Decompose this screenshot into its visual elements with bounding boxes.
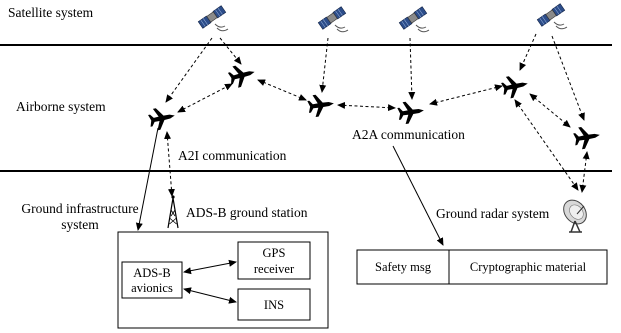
satellite-icon: [398, 6, 430, 33]
message-box: [356, 249, 608, 285]
adsb-avionics-box: [121, 261, 183, 299]
a2a-link: [257, 79, 307, 101]
adsb-avionics-label-line2: avionics: [131, 281, 173, 295]
satellite-icon: [317, 6, 349, 33]
a2a-link: [337, 101, 396, 112]
safety-msg-label: Safety msg: [375, 260, 432, 274]
sat-link: [408, 37, 416, 100]
radar-link: [579, 151, 590, 193]
sat-link: [551, 35, 585, 121]
adsb-gps-link: [183, 259, 237, 275]
a2a-link: [529, 93, 571, 128]
avionics-box: [117, 231, 329, 329]
a2a-communication-label: A2A communication: [352, 127, 465, 142]
gps-receiver-box: [237, 241, 311, 280]
a2a-link: [429, 84, 503, 106]
sat-link: [165, 37, 213, 103]
satellite-icon: [197, 5, 229, 32]
a2a-link: [177, 83, 233, 113]
aircraft-to-avionics-line: [135, 127, 159, 231]
airplane-icon: [396, 99, 426, 125]
radio-tower-icon: [167, 195, 179, 229]
a2a-to-message-line: [392, 145, 444, 246]
radar-dish-icon: [563, 199, 587, 233]
radar-link: [514, 99, 579, 191]
a2i-link: [164, 131, 175, 197]
satellite-layer-label: Satellite system: [8, 5, 94, 20]
ground-layer-label-line2: system: [61, 217, 99, 232]
gps-label-line1: GPS: [263, 246, 286, 260]
airplane-icon: [572, 124, 602, 151]
ins-label: INS: [264, 298, 284, 312]
airplane-icon: [500, 72, 531, 100]
adsb-ins-link: [183, 287, 237, 304]
ins-box: [237, 288, 311, 321]
a2i-communication-label: A2I communication: [178, 148, 287, 163]
gps-label-line2: receiver: [254, 262, 295, 276]
sat-link: [319, 37, 329, 93]
ground-layer-label-line1: Ground infrastructure: [21, 201, 138, 216]
ground-radar-label: Ground radar system: [436, 206, 550, 221]
airborne-layer-label: Airborne system: [16, 99, 106, 114]
airplane-icon: [226, 61, 258, 90]
airplane-icon: [147, 104, 178, 132]
cryptographic-material-label: Cryptographic material: [470, 260, 587, 274]
sat-link: [519, 33, 537, 71]
satellite-icon: [536, 3, 568, 30]
airplane-icon: [306, 92, 336, 118]
adsb-avionics-label-line1: ADS-B: [133, 266, 171, 280]
sat-link: [219, 37, 242, 65]
adsb-ground-station-label: ADS-B ground station: [186, 205, 308, 220]
